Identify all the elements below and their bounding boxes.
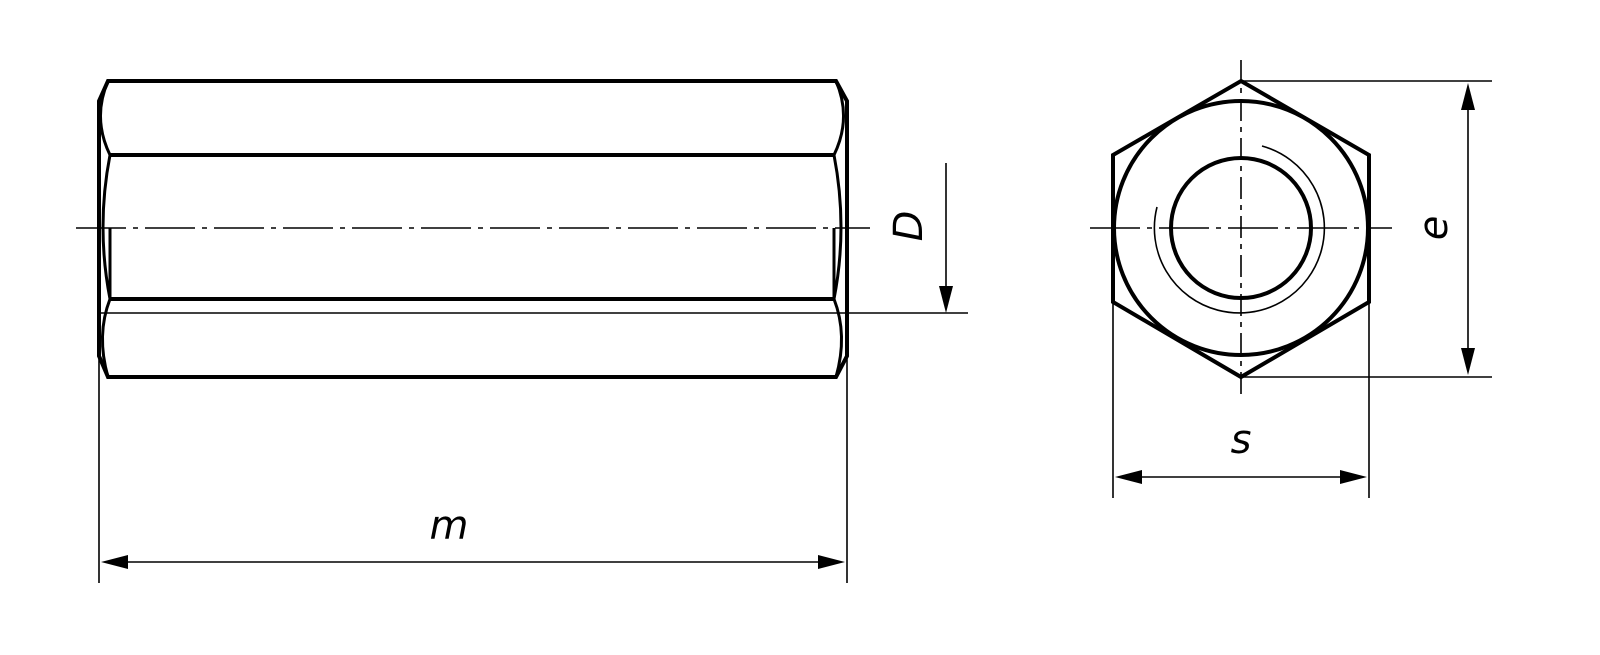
dimension-D-label: D (886, 211, 932, 242)
dimension-m-arrowhead-left (101, 555, 128, 569)
dimension-e: e (1241, 80, 1492, 378)
dimension-e-label: e (1411, 216, 1457, 241)
dimension-s-arrowhead-right (1340, 470, 1367, 484)
dimension-s-arrowhead-left (1115, 470, 1142, 484)
dimension-D-arrowhead (939, 286, 953, 313)
right-chamfer-arc-top (832, 80, 846, 156)
dimension-e-arrowhead-top (1461, 83, 1475, 110)
dimension-m-label: m (430, 503, 469, 549)
side-view-outline (97, 79, 849, 379)
left-chamfer-arc-mid (101, 154, 112, 300)
dimension-s: s (1112, 302, 1370, 498)
dimension-s-label: s (1231, 417, 1252, 463)
dimension-D: D (886, 163, 953, 313)
left-chamfer-arc-bottom (100, 298, 112, 378)
thread-major-arc (1153, 145, 1326, 314)
right-chamfer-arc-mid (832, 154, 843, 300)
side-view (76, 79, 968, 379)
left-chamfer-arc-top (98, 80, 112, 156)
end-view (1090, 60, 1392, 398)
dimension-m-arrowhead-right (818, 555, 845, 569)
dimension-e-arrowhead-bottom (1461, 348, 1475, 375)
dimension-m: m (98, 356, 848, 583)
right-chamfer-arc-bottom (832, 298, 844, 378)
